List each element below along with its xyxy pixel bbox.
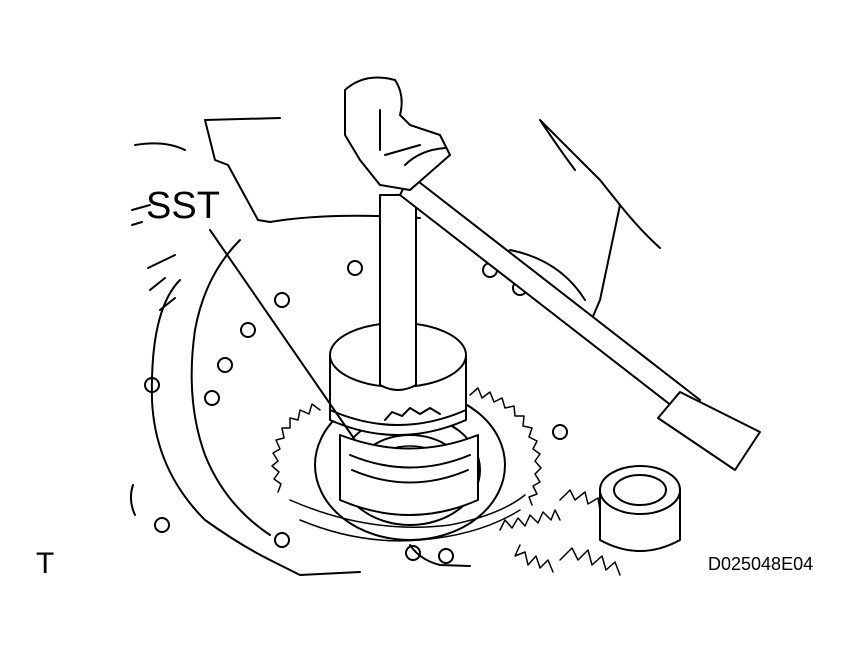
figure-code: D025048E04 [708,554,813,574]
sst-callout-label: SST [146,185,220,227]
sst-driver [329,322,479,516]
torque-wrench [344,76,761,471]
side-bearing-race [599,465,681,552]
corner-mark: T [36,547,54,580]
transaxle-housing [129,117,661,576]
callout-leader [209,229,356,441]
bolt-holes [144,260,568,564]
